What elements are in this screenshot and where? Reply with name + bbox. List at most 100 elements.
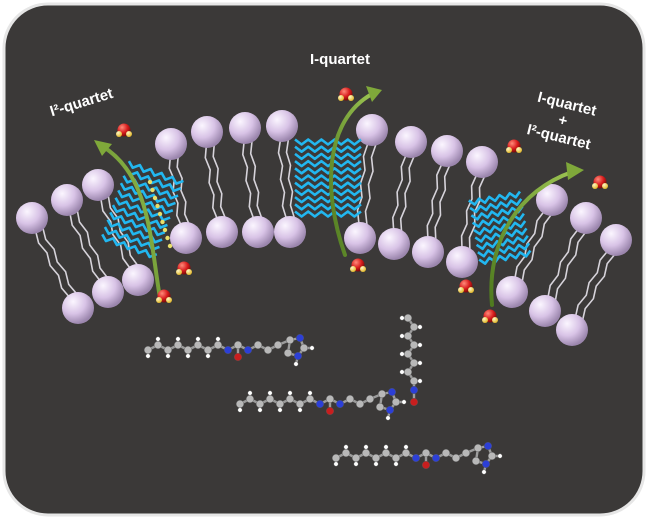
carbon-atom: [356, 400, 365, 409]
water-molecule-icon: [116, 123, 132, 137]
water-hydrogen: [350, 266, 356, 272]
oxygen-atom: [326, 407, 335, 416]
nitrogen-atom: [432, 454, 441, 463]
hydrogen-atom: [497, 453, 503, 459]
carbon-atom: [362, 449, 371, 458]
hydrogen-atom: [195, 336, 201, 342]
lipid-tail: [26, 219, 74, 311]
carbon-atom: [300, 344, 309, 353]
water-hydrogen: [348, 95, 354, 101]
hydrogen-atom: [417, 342, 423, 348]
carbon-atom: [392, 398, 401, 407]
channel-strand: [294, 167, 362, 175]
carbon-atom: [213, 341, 222, 350]
hydrogen-atom: [309, 345, 315, 351]
background-panel: [2, 2, 646, 517]
channel-strand: [294, 195, 362, 204]
lipid-molecule-icon: [556, 224, 632, 346]
lipid-tail: [33, 216, 81, 308]
lipid-molecule-icon: [446, 146, 498, 278]
lipid-tail: [61, 201, 104, 295]
lipid-tail: [387, 141, 408, 244]
nitrogen-atom: [386, 406, 395, 415]
transport-arrows: [94, 86, 584, 307]
nitrogen-atom: [316, 400, 325, 409]
carbon-atom: [183, 346, 192, 355]
lipid-head-outer: [431, 135, 463, 167]
carbon-atom: [474, 444, 483, 453]
oxygen-atom: [422, 461, 431, 470]
carbon-atom: [376, 403, 385, 412]
hydrogen-atom: [385, 415, 391, 421]
lipid-tail: [455, 160, 478, 262]
lipid-head-inner: [92, 276, 124, 308]
carbon-atom: [342, 449, 351, 458]
lipid-tail: [546, 218, 590, 313]
lipid-tail: [68, 198, 112, 292]
channel-dot: [155, 203, 160, 209]
carbon-atom: [332, 454, 341, 463]
water-molecule-icon: [506, 139, 522, 153]
channel-dot: [157, 211, 163, 217]
carbon-atom: [203, 346, 212, 355]
nitrogen-atom: [296, 334, 305, 343]
lipid-tail: [246, 127, 263, 232]
carbon-atom: [410, 377, 419, 386]
channel-strand: [294, 138, 362, 146]
hydrogen-atom: [185, 353, 191, 359]
lipid-head-inner: [170, 222, 202, 254]
carbon-atom: [442, 449, 451, 458]
channel-combined: [468, 190, 532, 265]
lipid-head-outer: [570, 202, 602, 234]
water-hydrogen: [176, 269, 182, 275]
carbon-atom: [422, 449, 431, 458]
molecular-structures: [143, 314, 503, 475]
channel-dot: [167, 243, 173, 249]
carbon-atom: [264, 346, 273, 355]
channel-dot: [152, 195, 158, 201]
channel-strand: [294, 188, 362, 197]
nitrogen-atom: [412, 454, 421, 463]
hydrogen-atom: [417, 324, 423, 330]
lipid-head-inner: [122, 264, 154, 296]
carbon-atom: [346, 395, 355, 404]
lipid-tail: [513, 200, 556, 294]
water-hydrogen: [468, 287, 474, 293]
hydrogen-atom: [383, 444, 389, 450]
lipid-head-outer: [266, 110, 298, 142]
channel-dot: [147, 179, 153, 185]
hydrogen-atom: [267, 390, 273, 396]
channel-strand: [294, 181, 362, 189]
water-molecule-icon: [350, 258, 366, 272]
channel-strand: [468, 190, 522, 206]
channel-strand: [127, 160, 184, 185]
arrow-shaft: [100, 144, 162, 300]
lipid-molecule-icon: [229, 112, 274, 248]
lipid-head-inner: [496, 276, 528, 308]
hydrogen-atom: [417, 360, 423, 366]
lipid-tail: [395, 142, 416, 245]
lipid-head-inner: [556, 314, 588, 346]
water-molecule-icon: [592, 175, 608, 189]
hydrogen-atom: [401, 399, 407, 405]
lipid-tail: [429, 151, 451, 253]
channel-dot: [160, 219, 165, 225]
lipid-head-outer: [82, 169, 114, 201]
hydrogen-atom: [205, 353, 211, 359]
carbon-atom: [402, 449, 411, 458]
hydrogen-atom: [293, 361, 299, 367]
nitrogen-atom: [243, 346, 252, 355]
hydrogen-atom: [353, 461, 359, 467]
lipid-head-outer: [536, 184, 568, 216]
hydrogen-atom: [363, 444, 369, 450]
water-hydrogen: [516, 147, 522, 153]
water-hydrogen: [156, 297, 162, 303]
carbon-atom: [245, 395, 254, 404]
lipid-molecule-icon: [82, 169, 154, 296]
hydrogen-atom: [277, 407, 283, 413]
channel-strand: [119, 182, 176, 207]
lipid-tail: [463, 162, 486, 263]
hydrogen-atom: [155, 336, 161, 342]
channel-strand: [294, 145, 362, 153]
carbon-atom: [163, 346, 172, 355]
